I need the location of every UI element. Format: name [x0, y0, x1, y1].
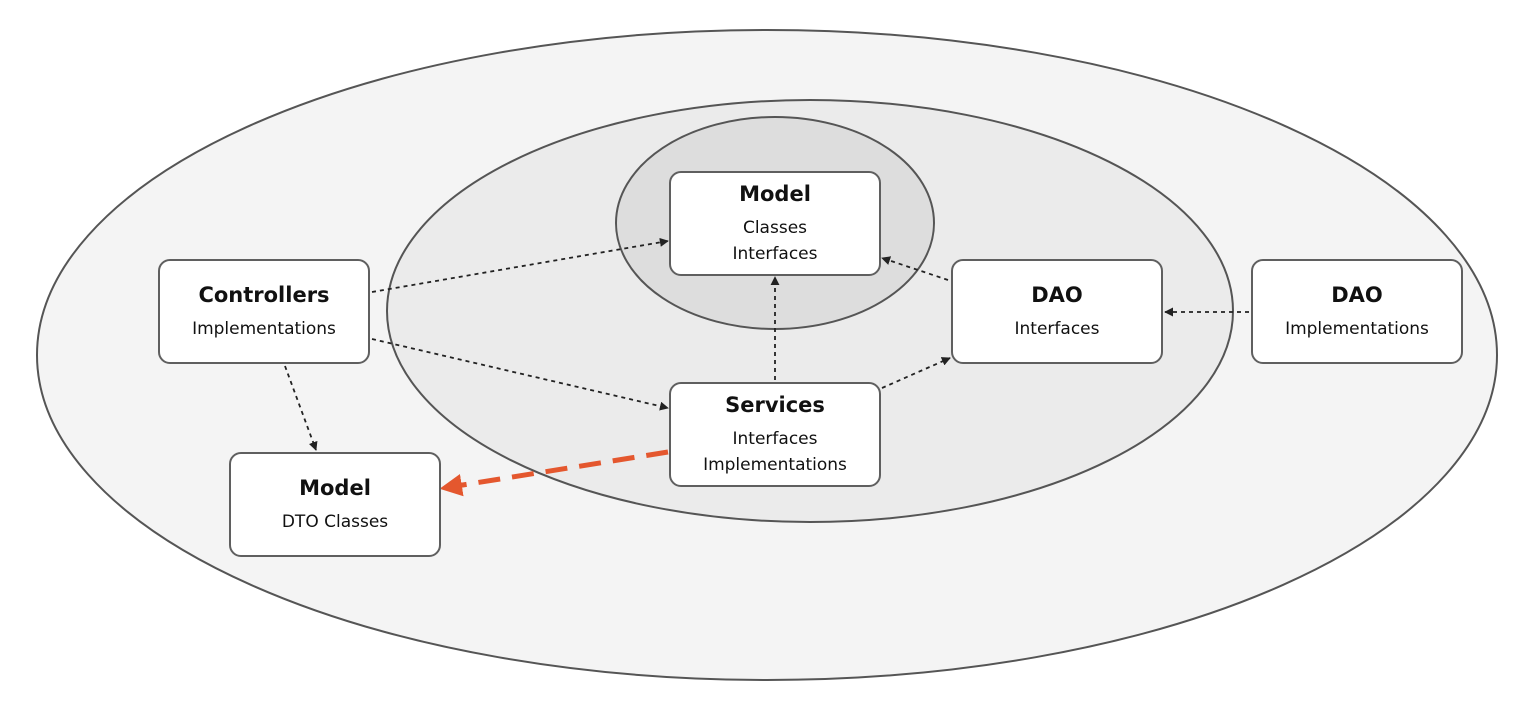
- services-box: Services Interfaces Implementations: [669, 382, 881, 487]
- arrow-dao-interfaces-to-model-core: [881, 256, 949, 281]
- model-core-box: Model Classes Interfaces: [669, 171, 881, 276]
- services-line-interfaces: Interfaces: [732, 428, 818, 449]
- services-title: Services: [725, 392, 825, 417]
- dao-interfaces-title: DAO: [1031, 282, 1083, 307]
- model-core-title: Model: [739, 181, 811, 206]
- controllers-line-implementations: Implementations: [192, 318, 336, 339]
- model-dto-line-dto-classes: DTO Classes: [281, 511, 389, 532]
- dao-interfaces-line-interfaces: Interfaces: [1014, 318, 1100, 339]
- arrow-controllers-to-model-dto: [284, 365, 318, 451]
- dao-interfaces-box: DAO Interfaces: [951, 259, 1163, 364]
- arrow-controllers-to-model-core: [371, 237, 669, 293]
- controllers-title: Controllers: [198, 282, 330, 307]
- model-dto-title: Model: [299, 475, 371, 500]
- dao-implementations-title: DAO: [1331, 282, 1383, 307]
- arrow-services-to-model-dto: [439, 449, 669, 497]
- dao-implementations-box: DAO Implementations: [1251, 259, 1463, 364]
- edges-layer: [284, 237, 1249, 497]
- arrow-controllers-to-services: [371, 338, 669, 411]
- model-dto-box: Model DTO Classes: [229, 452, 441, 557]
- controllers-box: Controllers Implementations: [158, 259, 370, 364]
- model-core-line-classes: Classes: [742, 217, 808, 238]
- model-core-line-interfaces: Interfaces: [732, 243, 818, 264]
- dao-implementations-line-implementations: Implementations: [1285, 318, 1429, 339]
- services-line-implementations: Implementations: [703, 454, 847, 475]
